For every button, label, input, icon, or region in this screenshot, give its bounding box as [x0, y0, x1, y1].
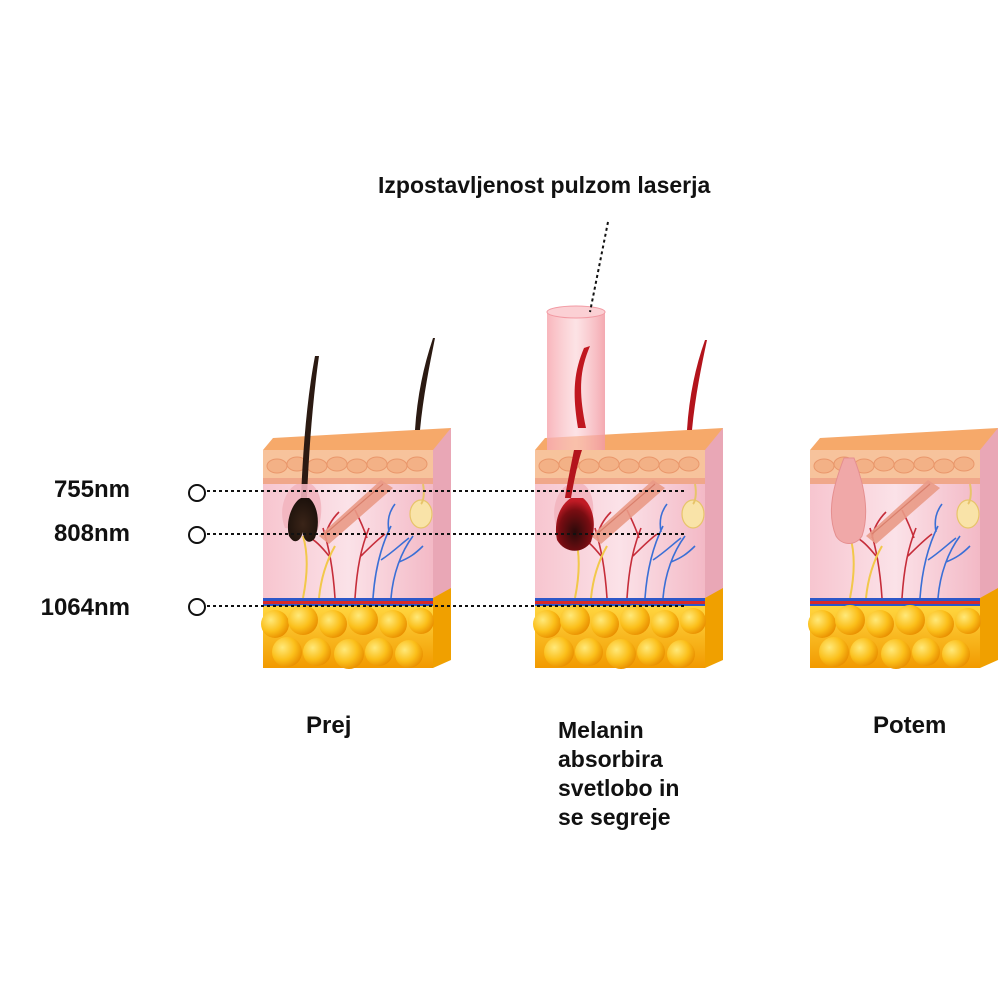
wavelength-label-755: 755nm: [53, 476, 130, 503]
hair-shaft-back: [415, 338, 435, 430]
caption-line: se segreje: [558, 804, 671, 830]
skin-block-before: [260, 338, 452, 670]
wavelength-marker-808: [188, 526, 685, 544]
marker-circle-icon: [188, 598, 206, 616]
wavelength-label-1064: 1064nm: [40, 594, 130, 621]
title-pointer-line: [589, 221, 609, 313]
marker-circle-icon: [188, 526, 206, 544]
hair-shaft-back-heated: [687, 340, 707, 430]
caption-line: absorbira: [558, 746, 663, 772]
skin-block-after: [807, 427, 999, 670]
diagram-title: Izpostavljenost pulzom laserja: [378, 172, 711, 198]
caption-line: Melanin: [558, 717, 644, 743]
hair-bulb-heated: [555, 498, 594, 551]
wavelength-marker-755: [188, 484, 685, 502]
hair-shaft-dark: [301, 356, 319, 498]
laser-beam: [546, 305, 606, 498]
caption-line: svetlobo in: [558, 775, 680, 801]
skin-block-during: [532, 340, 724, 670]
caption-after: Potem: [873, 712, 947, 739]
empty-follicle: [830, 457, 867, 544]
marker-circle-icon: [188, 484, 206, 502]
wavelength-marker-1064: [188, 598, 685, 616]
hair-bulb-dark: [287, 498, 318, 542]
caption-during: Melanin absorbira svetlobo in se segreje: [558, 716, 718, 832]
wavelength-label-808: 808nm: [53, 520, 130, 547]
caption-before: Prej: [306, 712, 352, 739]
